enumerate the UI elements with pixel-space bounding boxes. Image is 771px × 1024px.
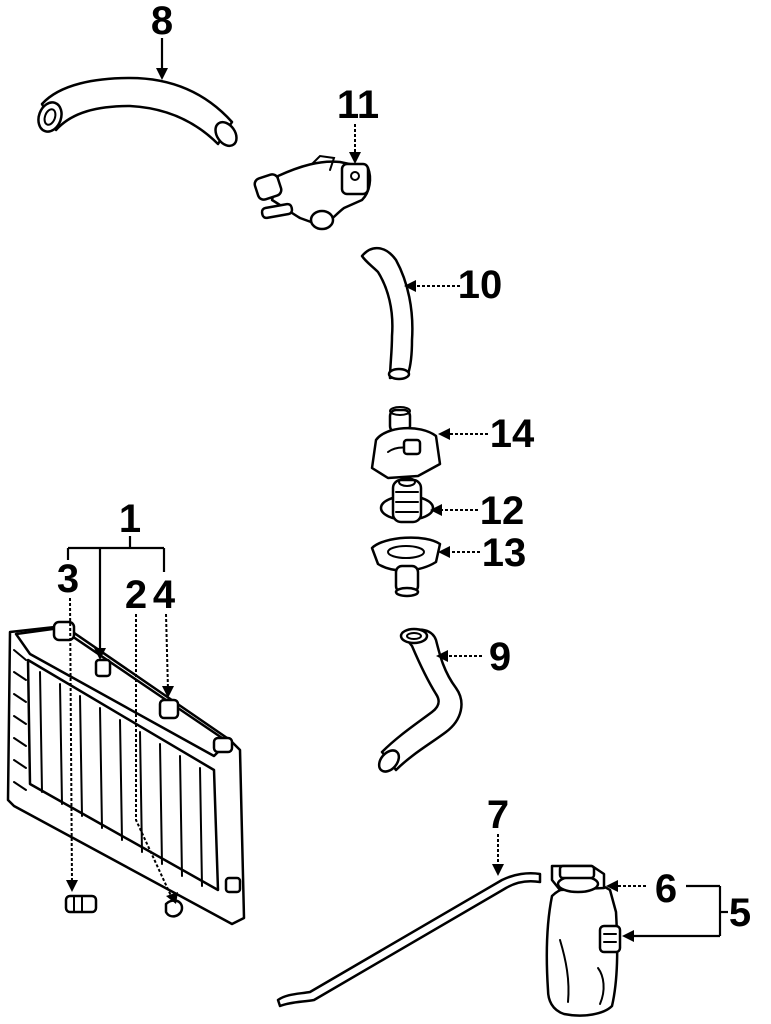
callout-1: 1: [66, 497, 166, 660]
radiator-assembly: [6, 620, 246, 926]
callout-label-8: 8: [151, 0, 173, 43]
callout-label-3: 3: [57, 557, 79, 601]
callout-label-2: 2: [125, 573, 147, 617]
water-outlet: [370, 406, 442, 480]
callout-label-9: 9: [489, 635, 511, 679]
callout-5: 5: [622, 884, 751, 942]
callout-11: 11: [337, 83, 379, 164]
coolant-reservoir: [545, 882, 622, 1017]
callout-8: 8: [151, 0, 173, 80]
overflow-hose: [276, 872, 542, 1008]
callout-4: 4: [153, 573, 176, 698]
callout-label-12: 12: [480, 489, 525, 533]
thermostat-housing: [253, 154, 372, 231]
callout-label-4: 4: [153, 573, 176, 617]
upper-radiator-hose: [37, 76, 238, 148]
lower-radiator-hose: [377, 627, 463, 773]
callout-label-5: 5: [729, 891, 751, 935]
callout-label-10: 10: [458, 263, 503, 307]
callout-label-13: 13: [482, 531, 527, 575]
reservoir-cap: [550, 864, 606, 894]
callout-10: 10: [404, 263, 502, 307]
callout-2: 2: [125, 573, 178, 904]
callout-3: 3: [57, 557, 79, 892]
callout-13: 13: [438, 531, 526, 575]
callout-label-1: 1: [119, 497, 141, 541]
callout-9: 9: [436, 635, 511, 679]
callout-label-6: 6: [655, 867, 677, 911]
callout-7: 7: [487, 793, 509, 876]
callout-label-14: 14: [490, 412, 535, 456]
thermostat: [379, 477, 435, 524]
bypass-hose: [360, 247, 414, 381]
hose-clip: [164, 899, 184, 918]
callout-label-7: 7: [487, 793, 509, 837]
callout-14: 14: [438, 412, 535, 456]
drain-plug: [64, 894, 98, 914]
callout-12: 12: [430, 489, 524, 533]
callout-label-11: 11: [337, 83, 379, 127]
callout-6: 6: [606, 867, 677, 911]
thermostat-gasket-housing: [370, 536, 442, 598]
